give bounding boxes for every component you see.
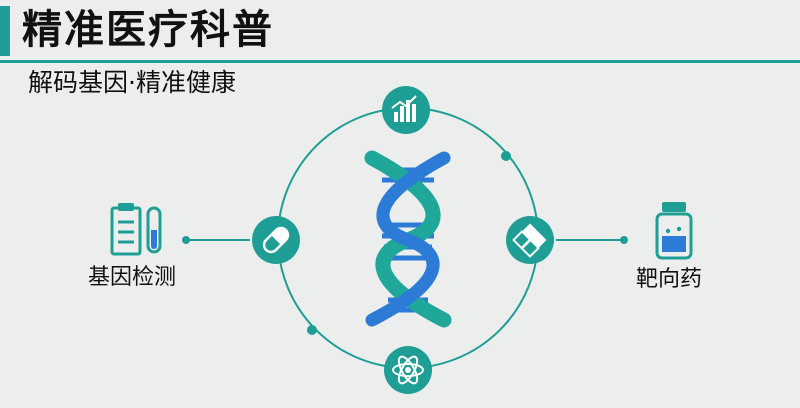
gene-test-label: 基因检测	[88, 265, 177, 290]
header-divider	[0, 60, 800, 63]
title-accent-bar	[0, 6, 10, 56]
clipboard-test-tube-icon	[110, 203, 162, 256]
growth-chart-icon	[382, 86, 430, 134]
medicine-bottle-icon	[655, 202, 693, 260]
page-subtitle: 解码基因·精准健康	[28, 68, 236, 97]
dna-helix-icon	[364, 150, 452, 328]
molecule-cross-icon	[506, 216, 554, 264]
connector-left	[182, 236, 250, 244]
targeted-drug-label: 靶向药	[636, 267, 703, 292]
connector-right	[556, 236, 628, 244]
atom-icon	[384, 346, 432, 394]
ring-dot-top-right	[501, 151, 511, 161]
ring-dot-bottom-left	[307, 325, 317, 335]
page-title: 精准医疗科普	[22, 7, 274, 53]
capsule-icon	[252, 216, 300, 264]
